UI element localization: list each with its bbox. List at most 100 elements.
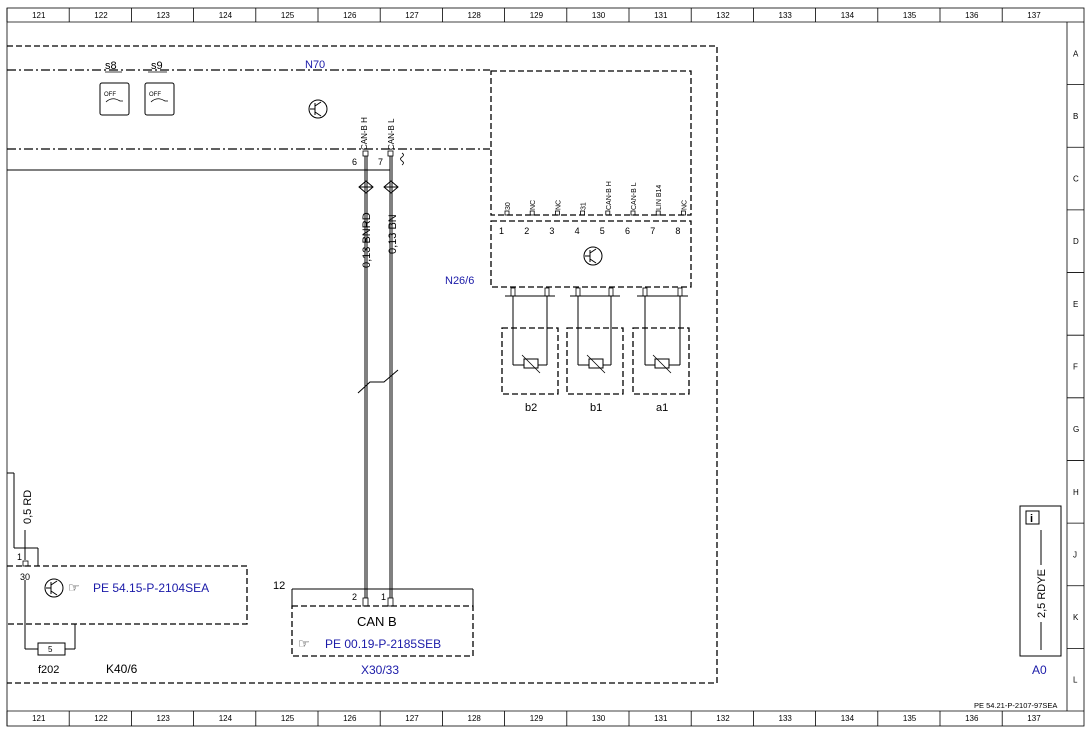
column-marker: 132 (716, 11, 730, 20)
row-marker: H (1073, 488, 1079, 497)
n26-6-enclosure (490, 70, 692, 216)
reference-hand-icon: ☞ (298, 636, 310, 651)
column-marker: 135 (903, 714, 917, 723)
column-marker: 136 (965, 714, 979, 723)
s8-label: s8 (105, 60, 117, 72)
module-boundary (7, 45, 718, 684)
n26-pin-signal: 30 (505, 202, 512, 210)
s9-label: s9 (151, 60, 163, 72)
thermistor-icon (588, 358, 604, 369)
n26-pin-number: 4 (575, 226, 580, 236)
row-marker: E (1073, 300, 1078, 309)
row-marker: F (1073, 363, 1078, 372)
transistor-icon (44, 578, 64, 598)
info-icon[interactable] (1025, 510, 1040, 525)
sensor-b2: b2 (501, 287, 559, 414)
switch-s9[interactable]: s9 OFF (144, 60, 175, 116)
column-marker: 122 (94, 714, 108, 723)
column-marker: 136 (965, 11, 979, 20)
x30-33-module (291, 605, 474, 657)
k40-6-ref-link[interactable]: PE 54.15-P-2104SEA (93, 581, 209, 595)
k40-6-label: K40/6 (106, 662, 138, 676)
column-marker: 126 (343, 714, 357, 723)
k40-pin-30: 30 (20, 572, 30, 582)
x30-33-ref-link[interactable]: PE 00.19-P-2185SEB (325, 637, 441, 651)
column-marker: 125 (281, 714, 295, 723)
column-marker: 127 (405, 11, 419, 20)
n70-sig-b: CAN-B L (387, 118, 396, 150)
n26-pin-number: 3 (549, 226, 554, 236)
column-marker: 124 (219, 714, 233, 723)
sensor-label: b1 (590, 402, 602, 414)
thermistor-icon (654, 358, 670, 369)
a0-wire-label: 2,5 RDYE (1036, 569, 1048, 618)
column-marker: 123 (157, 714, 171, 723)
wire-can-h-label: 0,13 BNRD (361, 212, 373, 268)
column-marker: 129 (530, 11, 544, 20)
n70-sig-a: CAN-B H (360, 117, 369, 150)
transistor-icon (583, 246, 603, 266)
drawing-frame (6, 7, 1085, 727)
n26-pin-signal: NC (555, 200, 562, 210)
thermistor-icon (523, 358, 539, 369)
n26-pin-number: 2 (524, 226, 529, 236)
column-marker: 131 (654, 714, 668, 723)
n70-pin-6: 6 (352, 157, 357, 167)
s9-off-text: OFF (149, 92, 161, 98)
n26-pin-number: 1 (499, 226, 504, 236)
column-marker: 133 (779, 11, 793, 20)
n26-pin-number: 5 (600, 226, 605, 236)
n26-pin-signal: CAN-B H (606, 181, 613, 210)
column-marker: 127 (405, 714, 419, 723)
x30-33-pin-1: 1 (381, 592, 386, 602)
fuse-label: f202 (38, 664, 59, 676)
x30-33-pin-12: 12 (273, 580, 285, 592)
n26-6-label: N26/6 (445, 275, 474, 287)
row-marker: G (1073, 425, 1079, 434)
document-reference: PE 54.21-P-2107-97SEA (974, 701, 1057, 710)
switch-s8[interactable]: s8 OFF (99, 60, 130, 116)
sensor-group: b2 b1 a1 (501, 287, 690, 414)
k40-pin-1: 1 (17, 552, 22, 562)
wire-can-l-label: 0,13 BN (387, 214, 399, 254)
mirror-fold-icon (150, 98, 168, 103)
n26-pin-signal: NC (530, 200, 537, 210)
a0-label: A0 (1032, 663, 1047, 677)
n26-pin-number: 6 (625, 226, 630, 236)
sensor-a1: a1 (632, 287, 690, 414)
column-marker: 130 (592, 11, 606, 20)
reference-hand-icon: ☞ (68, 580, 80, 595)
column-marker: 128 (468, 11, 482, 20)
n70-label: N70 (305, 59, 325, 71)
s8-off-text: OFF (104, 92, 116, 98)
column-marker: 135 (903, 11, 917, 20)
n26-pin-signal: LIN B14 (656, 185, 663, 210)
column-marker: 121 (32, 714, 46, 723)
column-marker: 125 (281, 11, 295, 20)
n26-pin-signal: CAN-B L (631, 182, 638, 210)
column-marker: 133 (779, 714, 793, 723)
n26-6-module (490, 220, 692, 288)
a0-box (1019, 505, 1062, 657)
mirror-fold-icon (105, 98, 123, 103)
wire-break-marker (357, 369, 399, 394)
row-marker: A (1073, 49, 1079, 58)
column-marker: 132 (716, 714, 730, 723)
column-marker: 134 (841, 11, 855, 20)
column-marker: 126 (343, 11, 357, 20)
n26-pin-signal: 31 (581, 202, 588, 210)
x30-33-label: X30/33 (361, 663, 399, 677)
column-marker: 137 (1027, 714, 1041, 723)
column-marker: 131 (654, 11, 668, 20)
row-marker: J (1073, 550, 1077, 559)
info-icon-text: i (1030, 513, 1033, 525)
column-marker: 122 (94, 11, 108, 20)
x30-33-title: CAN B (357, 614, 397, 629)
column-marker: 130 (592, 714, 606, 723)
n26-pin-signal: NC (681, 200, 688, 210)
row-marker: C (1073, 175, 1079, 184)
row-marker: K (1073, 613, 1079, 622)
